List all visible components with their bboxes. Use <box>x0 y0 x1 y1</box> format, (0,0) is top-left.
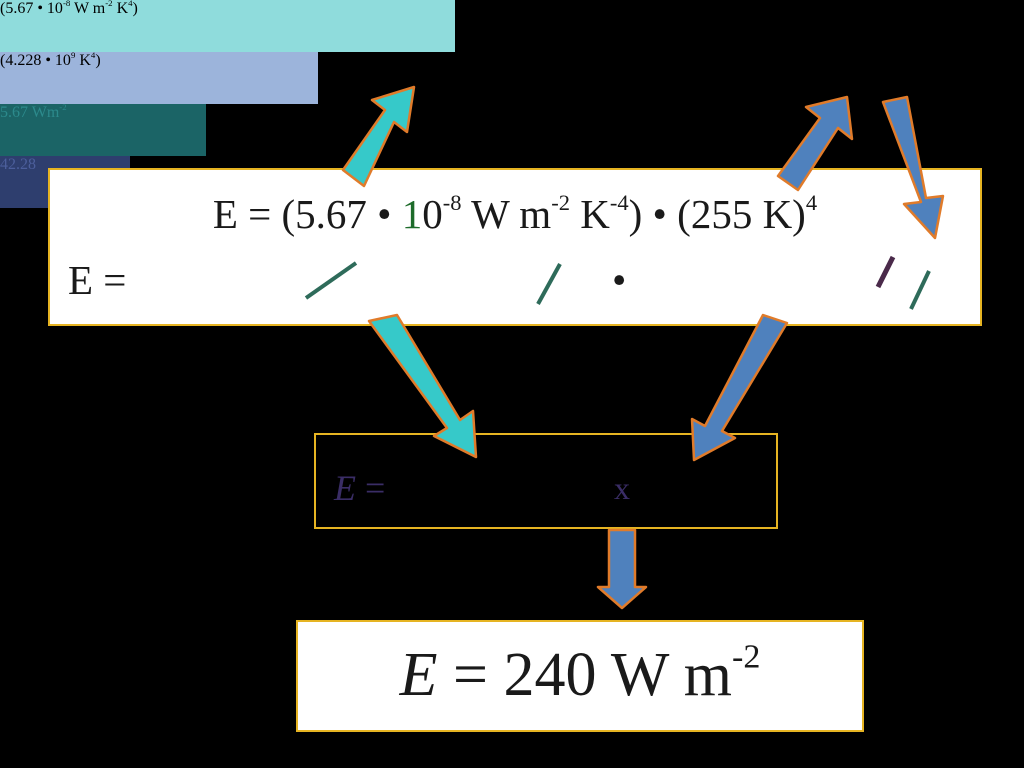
eq1-mid-3: ) • (255 K) <box>628 191 806 237</box>
eq1-exp-3: -4 <box>609 189 629 215</box>
blue-arrow-result-icon <box>596 528 648 610</box>
highlight-term-b: (4.228 • 109 K4) <box>0 49 318 104</box>
eq1-ten-digit: 1 <box>401 191 423 237</box>
term-a-exp: -8 <box>62 0 71 8</box>
eq1-ten-zero: 0 <box>422 191 443 237</box>
term-b-tail-exp: 4 <box>90 49 96 60</box>
term-b-close: ) <box>95 52 101 69</box>
mid-eq: = <box>356 468 386 508</box>
term-c-text: 5.67 Wm <box>0 104 60 121</box>
eq2-lhs: E = <box>68 257 127 303</box>
equation-panel-middle <box>314 433 778 529</box>
highlight-term-c: 5.67 Wm-2 <box>0 101 206 156</box>
times-sign: x <box>614 470 630 506</box>
eq2-operator: • <box>612 257 627 303</box>
term-a-text: (5.67 • 10 <box>0 0 63 17</box>
term-b-text: (4.228 • 10 <box>0 52 71 69</box>
eq1-exp-2: -2 <box>551 189 570 215</box>
term-b-exp: 9 <box>70 49 76 60</box>
term-a-close: ) <box>132 0 138 17</box>
mid-var: E <box>334 468 356 508</box>
term-b-tail: K <box>75 52 91 69</box>
cyan-arrow-down-icon <box>367 313 478 459</box>
equation-line-1: E = (5.67 • 10-8 W m-2 K-4) • (255 K)4 <box>100 190 930 238</box>
eq1-exp-4: 4 <box>805 189 818 215</box>
eq1-mid-1: W m <box>461 191 552 237</box>
result-exp: -2 <box>731 638 761 676</box>
highlight-term-a: (5.67 • 10-8 W m-2 K4) <box>0 0 455 52</box>
term-a-units-exp: -2 <box>105 0 113 8</box>
eq1-mid-2: K <box>570 191 610 237</box>
blue-arrow-down-icon <box>881 95 945 240</box>
mid-lhs: E = <box>334 463 385 513</box>
term-a-units: W m <box>70 0 106 17</box>
equation-panel-top <box>48 168 982 326</box>
result-eq: = 240 W m <box>437 641 732 709</box>
eq1-exp-1: -8 <box>442 189 462 215</box>
blue-arrow-down-left-icon <box>690 313 789 462</box>
term-d-text: 42.28 <box>0 156 36 173</box>
term-a-tail: K <box>112 0 129 17</box>
cyan-arrow-up-icon <box>341 85 416 188</box>
term-a-tail-exp: 4 <box>128 0 133 8</box>
strike-mark-2 <box>536 263 562 305</box>
blue-arrow-up-icon <box>776 95 854 192</box>
strike-mark-4 <box>909 270 931 310</box>
term-c-exp: -2 <box>59 101 67 112</box>
eq1-lhs: E = (5.67 • <box>212 191 402 237</box>
strike-mark-3 <box>875 255 896 289</box>
result-panel: E = 240 W m-2 <box>296 620 864 732</box>
strike-mark-1 <box>304 261 358 300</box>
result-var: E <box>399 641 438 709</box>
